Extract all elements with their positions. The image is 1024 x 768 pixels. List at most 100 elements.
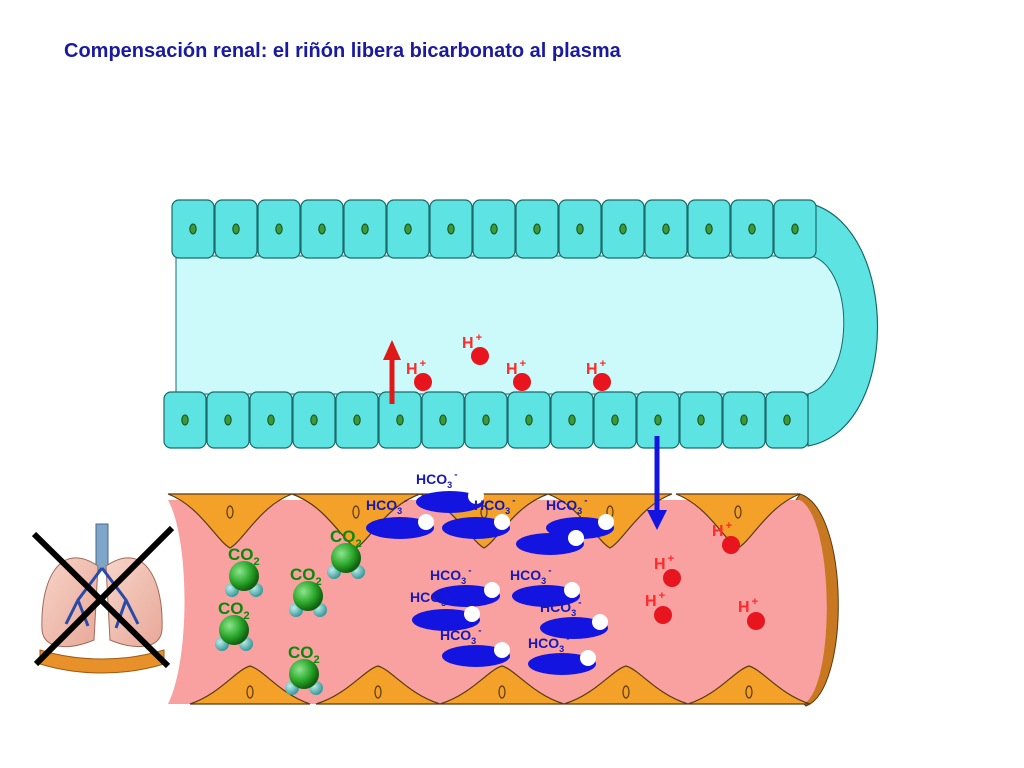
endothelial-bottom xyxy=(189,665,811,705)
co2-label: CO2 xyxy=(228,545,260,568)
bicarbonate-label: HCO3- xyxy=(510,566,551,587)
h-ion-label: H+ xyxy=(506,358,527,378)
bicarbonate-label: HCO3- xyxy=(366,496,407,517)
h-ion xyxy=(663,569,681,587)
endothelial-cell xyxy=(563,665,689,705)
tubule-bottom-cells xyxy=(163,391,809,449)
bicarbonate-notch xyxy=(580,650,596,666)
h-ion-label: H+ xyxy=(406,358,427,378)
bicarbonate-notch xyxy=(464,606,480,622)
cell-nucleus xyxy=(318,223,326,235)
carbon-atom xyxy=(219,615,249,645)
h-ion xyxy=(722,536,740,554)
h-ion xyxy=(593,373,611,391)
cell-nucleus xyxy=(748,223,756,235)
cell-nucleus xyxy=(525,414,533,426)
bicarbonate-notch xyxy=(494,514,510,530)
bicarbonate-ion xyxy=(442,517,510,539)
bicarbonate-ion xyxy=(516,533,584,555)
bicarbonate-ion xyxy=(432,585,500,607)
bicarbonate-label: HCO3- xyxy=(474,496,515,517)
cell-nucleus xyxy=(568,414,576,426)
cell-nucleus xyxy=(654,414,662,426)
h-ion xyxy=(513,373,531,391)
bicarbonate-label: HCO3- xyxy=(546,496,587,517)
carbon-atom xyxy=(229,561,259,591)
tubule-lumen xyxy=(175,255,845,395)
endothelial-cell xyxy=(315,665,441,705)
bicarbonate-ion xyxy=(412,609,480,631)
cell-nucleus xyxy=(246,685,254,699)
co2-label: CO2 xyxy=(218,599,250,622)
cell-nucleus xyxy=(482,414,490,426)
bicarbonate-notch xyxy=(564,582,580,598)
cell-nucleus xyxy=(498,685,506,699)
h-ion xyxy=(747,612,765,630)
h-ion-label: H+ xyxy=(462,332,483,352)
cell-nucleus xyxy=(662,223,670,235)
cell-nucleus xyxy=(353,414,361,426)
bicarbonate-label: HCO3- xyxy=(540,598,581,619)
endothelial-cell xyxy=(439,665,565,705)
cell-nucleus xyxy=(740,414,748,426)
endothelial-cell xyxy=(675,493,801,549)
h-ion-label: H+ xyxy=(586,358,607,378)
cell-nucleus xyxy=(791,223,799,235)
cell-nucleus xyxy=(232,223,240,235)
cell-nucleus xyxy=(396,414,404,426)
cell-nucleus xyxy=(374,685,382,699)
endothelial-cell xyxy=(167,493,293,549)
cell-nucleus xyxy=(622,685,630,699)
cell-nucleus xyxy=(783,414,791,426)
h-ion-label: H+ xyxy=(712,520,733,540)
cell-nucleus xyxy=(226,505,234,519)
arrow-down xyxy=(647,436,667,530)
h-ion xyxy=(471,347,489,365)
cell-nucleus xyxy=(734,505,742,519)
carbon-atom xyxy=(289,659,319,689)
cell-nucleus xyxy=(189,223,197,235)
carbon-atom xyxy=(293,581,323,611)
cell-nucleus xyxy=(447,223,455,235)
cell-nucleus xyxy=(224,414,232,426)
bicarbonate-notch xyxy=(418,514,434,530)
h-ion-label: H+ xyxy=(654,553,675,573)
bicarbonate-ion xyxy=(366,517,434,539)
cross-out-icon xyxy=(31,525,175,669)
bicarbonate-notch xyxy=(494,642,510,658)
h-ion xyxy=(414,373,432,391)
page-title: Compensación renal: el riñón libera bica… xyxy=(64,40,621,62)
tubule-top-cells xyxy=(171,199,817,259)
cell-nucleus xyxy=(745,685,753,699)
cell-nucleus xyxy=(533,223,541,235)
cell-nucleus xyxy=(619,223,627,235)
arrow-up xyxy=(383,340,401,404)
cell-nucleus xyxy=(705,223,713,235)
h-ion-label: H+ xyxy=(738,596,759,616)
cell-nucleus xyxy=(181,414,189,426)
endothelial-cell xyxy=(291,493,421,549)
cell-nucleus xyxy=(490,223,498,235)
cell-nucleus xyxy=(439,414,447,426)
capillary xyxy=(167,493,839,707)
carbon-atom xyxy=(331,543,361,573)
cell-nucleus xyxy=(576,223,584,235)
bicarbonate-ion xyxy=(528,653,596,675)
plasma xyxy=(168,500,827,704)
cell-nucleus xyxy=(275,223,283,235)
cell-nucleus xyxy=(611,414,619,426)
bicarbonate-label: HCO3- xyxy=(528,634,569,655)
co2-label: CO2 xyxy=(330,527,362,550)
bicarbonate-ions: HCO3-HCO3-HCO3-HCO3-HCO3-HCO3-HCO3-HCO3-… xyxy=(366,470,614,675)
cell-nucleus xyxy=(361,223,369,235)
bicarbonate-ion xyxy=(416,491,484,513)
bicarbonate-notch xyxy=(592,614,608,630)
renal-tubule xyxy=(163,199,879,449)
bicarbonate-label: HCO3- xyxy=(416,470,457,491)
cell-nucleus xyxy=(352,505,360,519)
endothelial-cell xyxy=(687,665,811,705)
bicarbonate-ion xyxy=(512,585,580,607)
co2-label: CO2 xyxy=(288,643,320,666)
